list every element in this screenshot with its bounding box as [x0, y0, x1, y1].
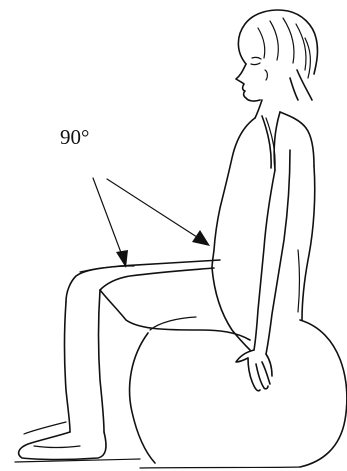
hand [236, 350, 272, 391]
legs [65, 260, 251, 432]
exercise-ball [130, 317, 347, 468]
back [302, 166, 315, 320]
tank-top [262, 112, 314, 170]
neck [255, 100, 262, 118]
angle-label-90-degrees: 90° [60, 127, 89, 148]
face [236, 57, 267, 101]
torso-front [212, 118, 255, 268]
feet [19, 422, 106, 460]
hair [238, 10, 317, 100]
arm [254, 150, 290, 354]
angle-arrows [93, 178, 210, 268]
